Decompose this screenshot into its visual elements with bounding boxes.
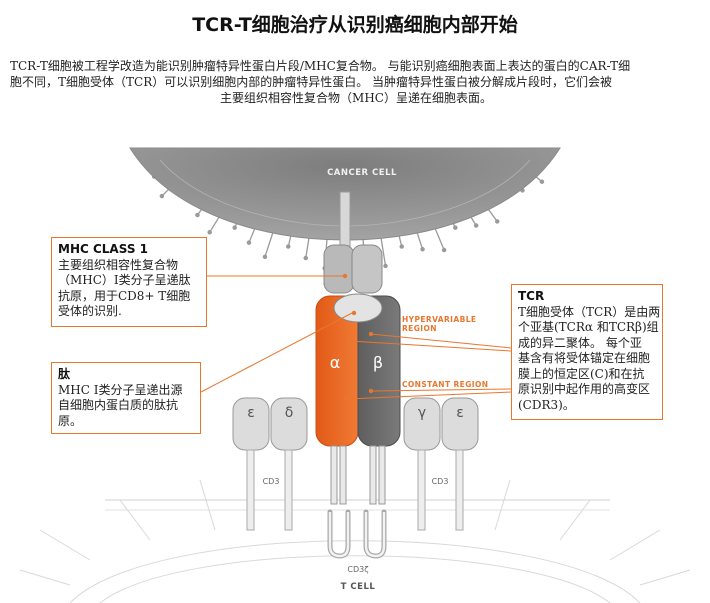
cancer-cell-spike-tip — [159, 193, 165, 199]
cancer-cell-spike-tip — [399, 244, 404, 249]
tcr-callout-line: T细胞受体（TCR）是由两 — [518, 304, 661, 319]
mhc-callout-line: 抗原，用于CD8+ T细胞 — [58, 288, 191, 303]
alpha-label: α — [330, 353, 341, 372]
intro-paragraph: TCR-T细胞被工程学改造为能识别肿瘤特异性蛋白片段/MHC复合物。 与能识别癌… — [10, 58, 702, 106]
peptide-callout-line: 自细胞内蛋白质的肽抗 — [58, 398, 179, 412]
cancer-cell-spike-tip — [453, 225, 458, 230]
cancer-cell-spike-tip — [207, 230, 212, 235]
tcr-callout-line: 原识别中起作用的高变区 — [518, 382, 651, 396]
peptide-callout-line: 原。 — [58, 413, 83, 428]
cancer-cell-spike-tip — [195, 212, 200, 218]
callout-leaders — [200, 275, 512, 400]
mhc-right-domain — [351, 244, 383, 294]
cancer-cell-spike-tip — [303, 255, 308, 261]
t-cell-label: T CELL — [341, 582, 376, 592]
intro-line: TCR-T细胞被工程学改造为能识别肿瘤特异性蛋白片段/MHC复合物。 与能识别癌… — [10, 59, 631, 73]
mhc-callout-line: 主要组织相容性复合物 — [58, 257, 179, 272]
constant-region-label: CONSTANT REGION — [402, 380, 488, 389]
intro-line: 胞不同，T细胞受体（TCR）可以识别细胞内部的肿瘤特异性蛋白。 当肿瘤特异性蛋白… — [10, 75, 613, 89]
cancer-cell-spike-tip — [383, 263, 388, 269]
mhc-anchor — [339, 191, 351, 247]
cancer-cell-spike-tip — [539, 179, 545, 184]
epsilon-left-label: ε — [247, 405, 255, 421]
peptide-callout-heading: 肽 — [58, 367, 71, 381]
mhc-class1-callout: MHC CLASS 1 主要组织相容性复合物 （MHC）I类分子呈递肽 抗原，用… — [51, 237, 207, 327]
peptide-antigen — [333, 293, 383, 323]
cancer-cell-spike-tip — [473, 223, 479, 228]
tcr-callout-line: 基含有将受体锚定在细胞 — [518, 351, 651, 365]
page-title: TCR-T细胞治疗从识别癌细胞内部开始 — [192, 14, 518, 36]
cancer-cell-spike-tip — [494, 219, 500, 224]
tcr-callout-line: 膜上的恒定区(C)和在抗 — [518, 366, 645, 381]
epsilon-right-label: ε — [456, 405, 464, 421]
cancer-cell-spike-tip — [441, 247, 447, 253]
hypervariable-region-label: HYPERVARIABLE REGION — [402, 315, 479, 333]
tcr-callout-line: 成的异二聚体。 每个亚 — [518, 335, 642, 350]
cancer-cell-spike-tip — [232, 225, 237, 230]
mhc-callout-heading: MHC CLASS 1 — [58, 242, 148, 256]
mhc-callout-line: （MHC）I类分子呈递肽 — [58, 273, 191, 287]
cancer-cell-spike-tip — [286, 244, 291, 249]
cd3-right-label: CD3 — [432, 477, 449, 486]
intro-line: 主要组织相容性复合物（MHC）呈递在细胞表面。 — [220, 91, 492, 105]
beta-label: β — [373, 353, 383, 372]
peptide-callout-line: MHC I类分子呈递出源 — [58, 382, 183, 397]
peptide-dot — [351, 310, 357, 316]
tcr-callout-line: (CDR3)。 — [518, 397, 575, 412]
tcr-callout-heading: TCR — [518, 289, 545, 303]
delta-label: δ — [285, 405, 294, 421]
mhc-dot — [342, 273, 348, 279]
cancer-cell-label: CANCER CELL — [327, 168, 397, 178]
cd3-zeta-label: CD3ζ — [347, 565, 368, 574]
peptide-callout: 肽 MHC I类分子呈递出源 自细胞内蛋白质的肽抗 原。 — [51, 362, 201, 434]
t-cell-outline — [19, 479, 691, 603]
mhc-callout-line: 受体的识别. — [58, 304, 122, 318]
cd3-zeta-dimer — [327, 509, 387, 559]
cancer-cell-spike-tip — [262, 254, 268, 260]
cancer-cell-spike-tip — [420, 246, 425, 252]
cd3-left-label: CD3 — [263, 477, 280, 486]
cancer-cell-spike-tip — [246, 240, 252, 245]
mhc-left-domain — [323, 244, 355, 294]
tcr-callout-line: 个亚基(TCRα 和TCRβ)组 — [518, 320, 659, 334]
tcr-callout: TCR T细胞受体（TCR）是由两 个亚基(TCRα 和TCRβ)组 成的异二聚… — [511, 284, 663, 420]
gamma-label: γ — [418, 405, 426, 421]
